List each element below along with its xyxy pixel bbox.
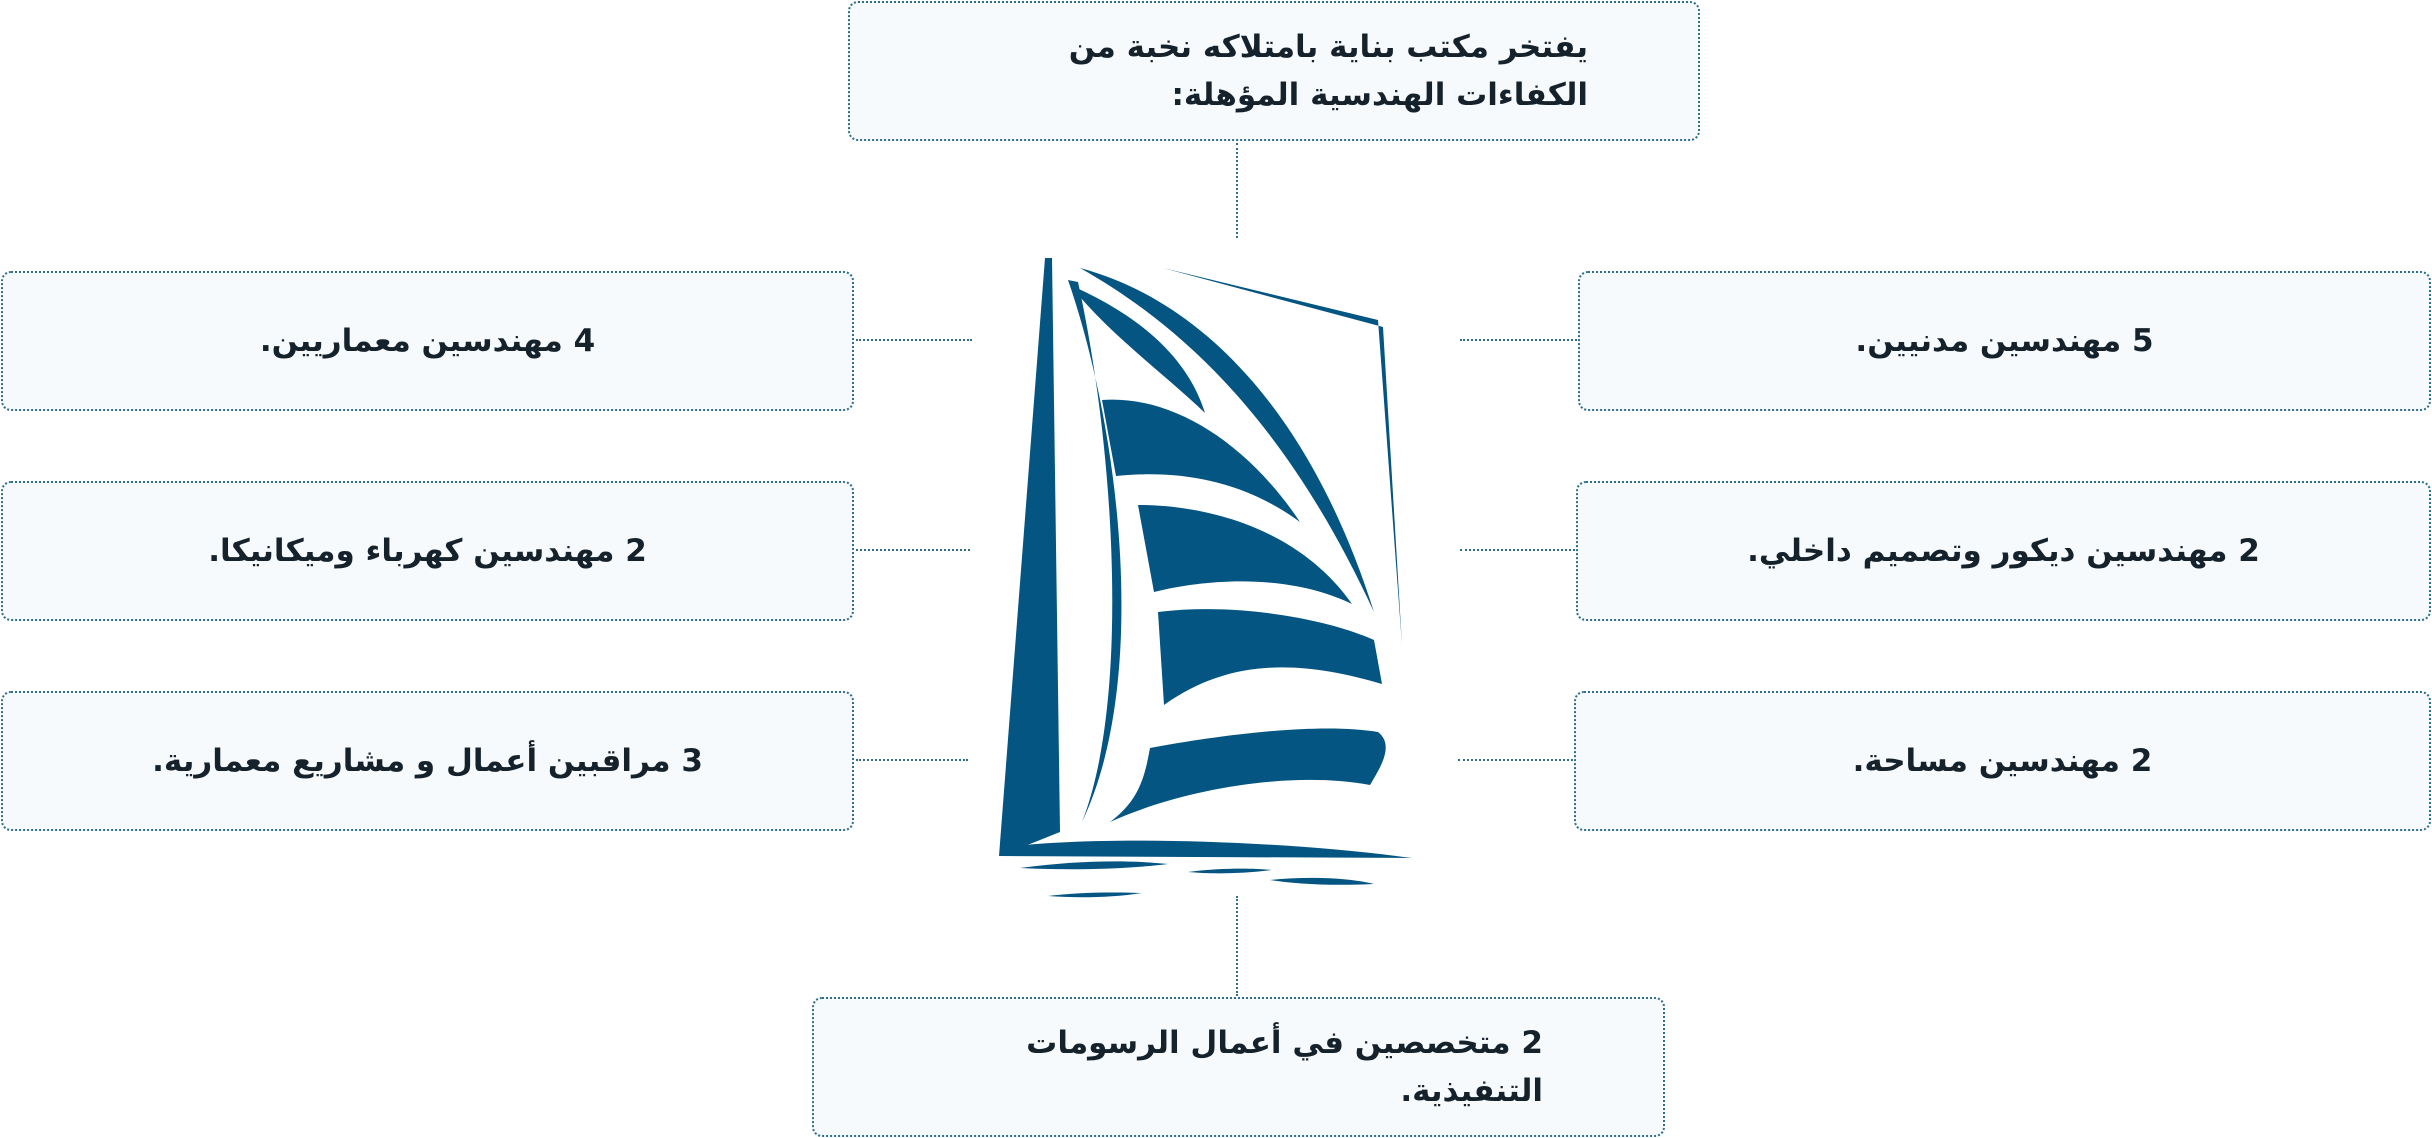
connector-left-2 (856, 549, 970, 551)
heading-box: يفتخر مكتب بناية بامتلاكه نخبة من الكفاء… (848, 1, 1700, 141)
electrical-mechanical-box: 2 مهندسين كهرباء وميكانيكا. (1, 481, 854, 621)
interior-design-box: 2 مهندسين ديكور وتصميم داخلي. (1576, 481, 2431, 621)
surveying-box: 2 مهندسين مساحة. (1574, 691, 2431, 831)
connector-top (1236, 143, 1238, 238)
electrical-mechanical-text: 2 مهندسين كهرباء وميكانيكا. (208, 532, 647, 569)
connector-right-3 (1458, 759, 1573, 761)
civil-engineers-box: 5 مهندسين مدنيين. (1578, 271, 2431, 411)
connector-left-3 (856, 759, 968, 761)
interior-design-text: 2 مهندسين ديكور وتصميم داخلي. (1747, 532, 2260, 569)
civil-engineers-text: 5 مهندسين مدنيين. (1855, 322, 2154, 359)
connector-right-1 (1460, 339, 1577, 341)
architects-text: 4 مهندسين معماريين. (259, 322, 596, 359)
heading-text: يفتخر مكتب بناية بامتلاكه نخبة من الكفاء… (1068, 28, 1588, 113)
drafting-box: 2 متخصصين في أعمال الرسومات التنفيذية. (812, 997, 1665, 1137)
supervisors-box: 3 مراقبين أعمال و مشاريع معمارية. (1, 691, 854, 831)
connector-right-2 (1460, 549, 1575, 551)
sailboat-logo-icon (999, 258, 1412, 898)
architects-box: 4 مهندسين معماريين. (1, 271, 854, 411)
surveying-text: 2 مهندسين مساحة. (1852, 742, 2153, 779)
connector-bottom (1236, 896, 1238, 996)
supervisors-text: 3 مراقبين أعمال و مشاريع معمارية. (152, 742, 703, 779)
drafting-text: 2 متخصصين في أعمال الرسومات التنفيذية. (1026, 1024, 1543, 1109)
connector-left-1 (856, 339, 972, 341)
